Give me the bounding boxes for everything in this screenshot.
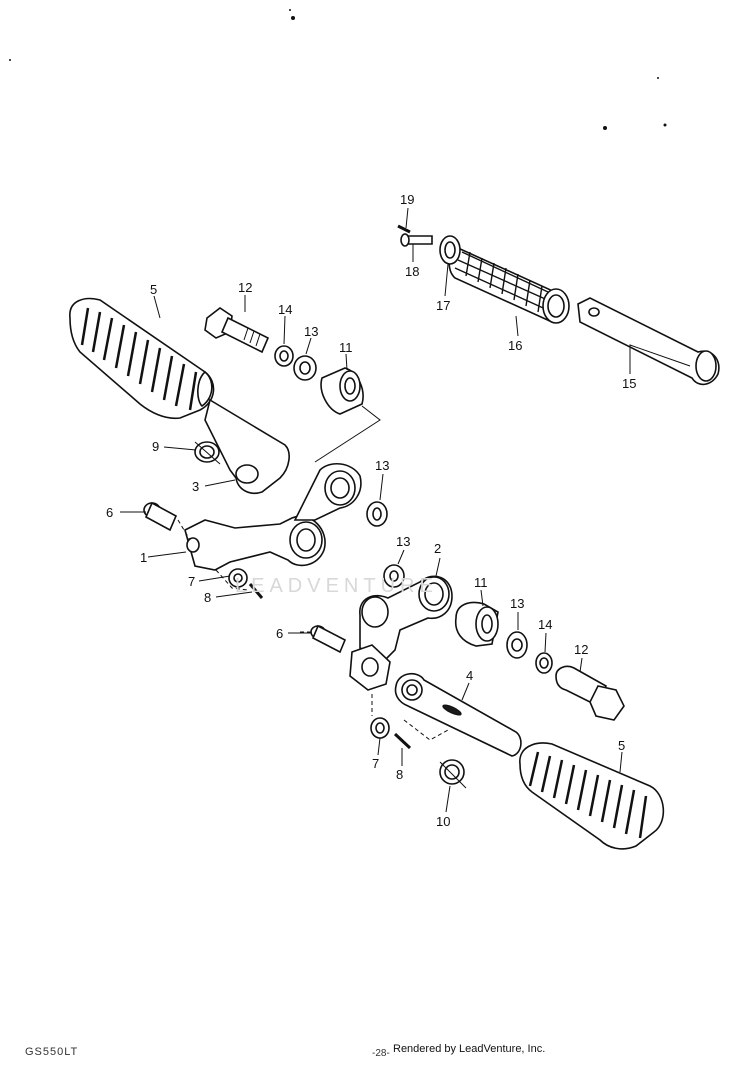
callout-4: 4 [466,668,473,683]
callout-6-upper: 6 [106,505,113,520]
callout-5-upper: 5 [150,282,157,297]
page-number: -28- [372,1048,390,1059]
watermark: LEADVENTURE [235,575,438,597]
bolt-18 [400,233,433,247]
callout-13-mid: 13 [375,458,389,473]
cotter-pin-8-lower [393,732,412,750]
washer-7-lower-hole [375,722,385,734]
scan-specks [9,9,667,130]
callout-6-lower: 6 [276,626,283,641]
washer-13-upper-hole [299,361,311,375]
callout-10: 10 [436,814,450,829]
screw-19 [397,224,411,234]
callout-13-lower-b: 13 [510,596,524,611]
callout-14-lower: 14 [538,617,552,632]
callout-11-lower: 11 [474,575,488,590]
callout-8-upper: 8 [204,590,211,605]
pillion-grip-16 [448,247,570,324]
washer-17-hole [444,241,456,259]
footrest-rubber-right [519,742,665,850]
footrest-shaft-4 [394,673,522,757]
footrest-bracket-1 [184,463,362,571]
lock-washer-14-upper-hole [279,350,289,362]
spring-9 [194,441,221,465]
bushing-11-upper [320,367,364,415]
callout-14-upper: 14 [278,302,292,317]
cotter-pin-8-upper [248,583,264,599]
lock-washer-14-lower-hole [539,657,549,669]
bolt-12-upper [204,307,270,354]
model-code: GS550LT [25,1046,79,1058]
callout-7-upper: 7 [188,574,195,589]
callout-12-upper: 12 [238,280,252,295]
callout-19: 19 [400,192,414,207]
callout-2: 2 [434,541,441,556]
footrest-bracket-2 [349,575,453,691]
spring-10 [439,759,467,789]
callout-11-upper: 11 [339,340,353,355]
callout-18: 18 [405,264,419,279]
footrest-rubber-left [69,297,215,420]
callout-7-lower: 7 [372,756,379,771]
pin-6-upper [143,501,178,532]
callout-17: 17 [436,298,450,313]
render-credit: Rendered by LeadVenture, Inc. [393,1043,546,1055]
washer-7-upper-hole [233,573,243,583]
callout-13-lower-a: 13 [396,534,410,549]
callout-1: 1 [140,550,147,565]
pin-6-lower [310,624,347,654]
callout-3: 3 [192,479,199,494]
bolt-12-lower [555,665,625,721]
callout-16: 16 [508,338,522,353]
callout-12-lower: 12 [574,642,588,657]
callout-8-lower: 8 [396,767,403,782]
callout-5-lower: 5 [618,738,625,753]
washer-13-mid-hole [372,507,382,521]
callout-15: 15 [622,376,636,391]
callout-9: 9 [152,439,159,454]
pillion-bar-15 [577,297,720,386]
footrest-shaft-left [204,398,290,494]
washer-13-lower-b-hole [511,638,523,652]
callout-13-upper: 13 [304,324,318,339]
washer-13-lower-a-hole [389,570,399,582]
bushing-11-lower [454,601,499,647]
